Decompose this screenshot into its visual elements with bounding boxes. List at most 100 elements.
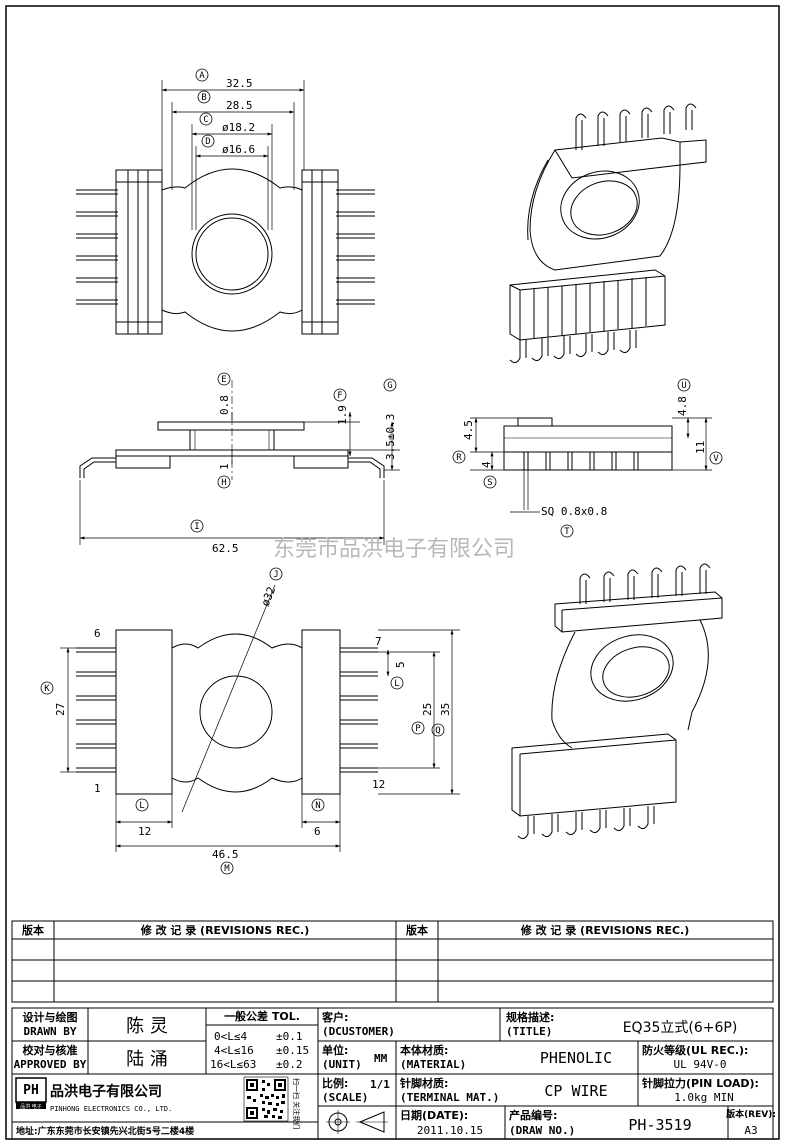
unit-label-en: (UNIT) <box>322 1058 362 1071</box>
spec-label: 规格描述: <box>506 1010 554 1024</box>
company-name-cn: 品洪电子有限公司 <box>50 1083 162 1100</box>
label-h: H <box>221 478 226 488</box>
label-u: U <box>681 381 686 391</box>
iso-bottom-bottom-pins <box>517 806 655 840</box>
unit-label: 单位: <box>322 1043 348 1057</box>
pin-6: 6 <box>94 627 101 640</box>
company-name-en: PINHONG ELECTRONICS CO., LTD. <box>50 1105 172 1113</box>
iso-bottom-pins <box>509 330 637 364</box>
side-view-pins <box>523 451 639 510</box>
dim-e: 0.8 <box>218 395 231 415</box>
tol-range-1: 0<L≤4 <box>214 1030 247 1043</box>
projection-symbol-icon <box>326 1110 388 1134</box>
dim-u: 4.8 <box>676 396 689 416</box>
label-t: T <box>564 527 570 537</box>
rev-label: 版本(REV): <box>725 1108 776 1120</box>
label-k: K <box>44 684 50 694</box>
spec-value: EQ35立式(6+6P) <box>623 1020 738 1036</box>
label-g: G <box>387 381 392 391</box>
top-view <box>76 80 375 335</box>
tol-range-2: 4<L≤16 <box>214 1044 254 1057</box>
dim-j: ø32 <box>259 585 278 608</box>
fire-rating-label: 防火等级(UL REC.): <box>642 1043 748 1057</box>
label-e: E <box>221 375 226 385</box>
rev-left-version-header: 版本 <box>22 923 44 937</box>
bottom-view-left-pins <box>76 647 116 773</box>
approver-label: 校对与核准 <box>23 1043 78 1057</box>
label-l-top: L <box>394 679 399 689</box>
label-q: Q <box>435 726 440 736</box>
draw-no-value: PH-3519 <box>628 1116 691 1134</box>
dim-n: 6 <box>314 825 321 838</box>
dim-t: SQ 0.8x0.8 <box>541 505 607 518</box>
title-block-grid <box>11 1007 774 1140</box>
qr-code <box>243 1076 289 1122</box>
draw-no-label-en: (DRAW NO.) <box>509 1124 575 1137</box>
dim-v: 11 <box>694 441 707 454</box>
label-j: J <box>273 570 278 580</box>
dim-f: 1.9 <box>336 405 349 425</box>
material-value: PHENOLIC <box>540 1049 612 1067</box>
dim-a: 32.5 <box>226 77 253 90</box>
iso-view-top <box>509 103 707 364</box>
label-b: B <box>201 93 206 103</box>
dim-l-top: 5 <box>394 661 407 668</box>
iso-view-bottom <box>511 563 723 840</box>
logo-subtext: 品洪 电子 <box>20 1103 42 1110</box>
top-view-right-pins <box>336 189 375 305</box>
dim-q: 35 <box>439 703 452 716</box>
tol-value-2: ±0.15 <box>276 1044 309 1057</box>
unit-value: MM <box>374 1052 388 1065</box>
label-r: R <box>456 453 462 463</box>
label-s: S <box>487 478 492 488</box>
dim-b: 28.5 <box>226 99 253 112</box>
material-label-en: (MATERIAL) <box>400 1058 466 1071</box>
approver-name: 陆 涌 <box>126 1049 168 1070</box>
tolerance-title: 一般公差 TOL. <box>224 1009 300 1023</box>
label-n: N <box>315 801 320 811</box>
terminal-label: 针脚材质: <box>400 1076 448 1090</box>
company-logo: PH 品洪 电子 <box>15 1077 47 1110</box>
logo-text: PH <box>23 1083 39 1098</box>
top-view-dims: A 32.5 B 28.5 C ø18.2 D ø16.6 <box>195 68 255 156</box>
terminal-value: CP WIRE <box>544 1082 607 1100</box>
label-m: M <box>224 864 230 874</box>
watermark: 东莞市品洪电子有限公司 <box>273 537 515 562</box>
tol-range-3: 16<L≤63 <box>210 1058 256 1071</box>
label-a: A <box>199 71 205 81</box>
pin-load-value: 1.0kg MIN <box>674 1091 734 1104</box>
spec-label-en: (TITLE) <box>506 1025 552 1038</box>
designer-label-en: DRAWN BY <box>24 1025 77 1038</box>
dim-c: ø18.2 <box>222 121 255 134</box>
iso-bottom-top-pins <box>579 563 711 604</box>
scale-value: 1/1 <box>370 1078 390 1091</box>
pin-load-label: 针脚拉力(PIN LOAD): <box>642 1076 759 1090</box>
side-view <box>470 417 712 513</box>
dim-g: 3.5±0.3 <box>384 414 397 460</box>
bottom-view-right-pins <box>340 647 378 773</box>
iso-top-pins <box>575 103 697 150</box>
front-view <box>79 380 400 545</box>
tol-value-1: ±0.1 <box>276 1030 303 1043</box>
company-address: 地址:广东东莞市长安镇先兴北街5号二楼4楼 <box>16 1125 194 1137</box>
designer-label: 设计与绘图 <box>23 1010 78 1024</box>
scale-label-en: (SCALE) <box>322 1091 368 1104</box>
rev-value: A3 <box>744 1124 757 1137</box>
draw-no-label: 产品编号: <box>509 1108 557 1122</box>
revision-table <box>11 920 774 1003</box>
dim-l-bottom: 12 <box>138 825 151 838</box>
material-label: 本体材质: <box>400 1043 448 1057</box>
customer-label: 客户: <box>321 1010 348 1024</box>
top-view-left-pins <box>76 189 118 305</box>
dim-d: ø16.6 <box>222 143 255 156</box>
qr-side-text: 扫一扫 关注我们 <box>292 1078 301 1129</box>
rev-right-version-header: 版本 <box>406 923 428 937</box>
rev-left-title-header: 修 改 记 录 (REVISIONS REC.) <box>140 923 310 937</box>
rev-right-title-header: 修 改 记 录 (REVISIONS REC.) <box>520 923 690 937</box>
tol-value-3: ±0.2 <box>276 1058 303 1071</box>
pin-12: 12 <box>372 778 385 791</box>
dim-h: 1 <box>218 463 231 470</box>
sheet-border <box>5 5 780 1140</box>
